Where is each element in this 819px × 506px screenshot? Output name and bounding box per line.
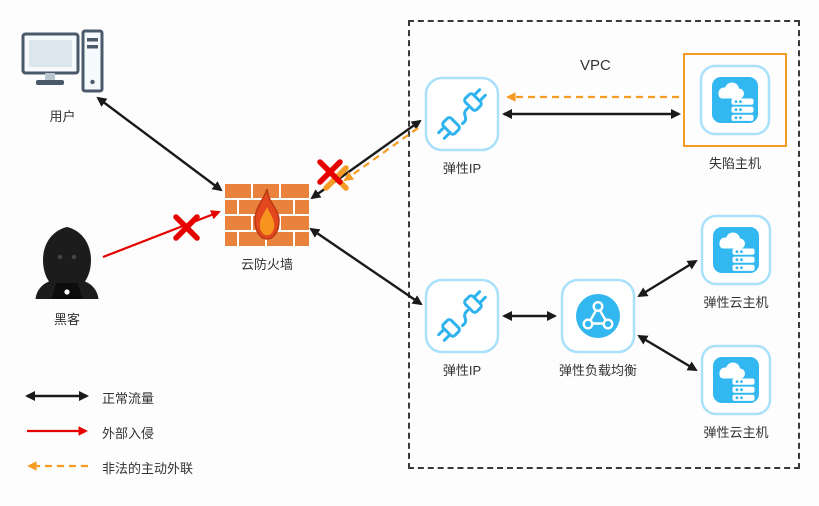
node-ecs-bottom-label: 弹性云主机 <box>703 425 769 440</box>
legend-label-outbound: 非法的主动外联 <box>102 461 194 476</box>
node-eip-bottom-label: 弹性IP <box>442 363 482 378</box>
node-compromised-host: 失陷主机 <box>683 53 787 172</box>
node-eip-bottom: 弹性IP <box>424 278 500 379</box>
blocked-x-intrusion <box>173 214 200 241</box>
node-hacker-label: 黑客 <box>53 312 80 327</box>
arrow-firewall-eip-bottom <box>309 227 423 306</box>
node-compromised-host-label: 失陷主机 <box>708 156 761 171</box>
desktop-computer-icon <box>20 28 105 100</box>
node-user: 用户 <box>20 28 105 125</box>
node-user-label: 用户 <box>49 109 76 124</box>
arrow-firewall-eip-top <box>310 119 422 200</box>
compromised-highlight-box <box>683 53 787 147</box>
node-eip-top: 弹性IP <box>424 76 500 177</box>
node-ecs-bottom: 弹性云主机 <box>700 344 772 441</box>
elastic-ip-plug-icon <box>424 76 500 152</box>
firewall-brick-flame-icon <box>225 184 309 248</box>
node-eip-top-label: 弹性IP <box>442 161 482 176</box>
node-elb-label: 弹性负载均衡 <box>559 363 638 378</box>
node-firewall-label: 云防火墙 <box>240 257 293 272</box>
blocked-x-outbound <box>317 159 349 191</box>
load-balancer-icon <box>560 278 636 354</box>
cloud-server-icon <box>700 344 772 416</box>
vpc-label: VPC <box>580 57 611 74</box>
node-firewall: 云防火墙 <box>225 184 309 273</box>
legend-label-intrusion: 外部入侵 <box>102 426 155 441</box>
node-elb: 弹性负载均衡 <box>559 278 637 379</box>
legend-label-normal: 正常流量 <box>102 391 155 406</box>
node-ecs-top: 弹性云主机 <box>700 214 772 311</box>
elastic-ip-plug-icon <box>424 278 500 354</box>
cloud-server-icon <box>699 64 771 136</box>
node-hacker: 黑客 <box>35 225 99 328</box>
node-ecs-top-label: 弹性云主机 <box>703 295 769 310</box>
cloud-server-icon <box>700 214 772 286</box>
arrow-user-firewall <box>96 96 223 192</box>
hacker-hood-icon <box>35 225 99 303</box>
arrow-hacker-firewall-intrusion <box>102 210 221 259</box>
